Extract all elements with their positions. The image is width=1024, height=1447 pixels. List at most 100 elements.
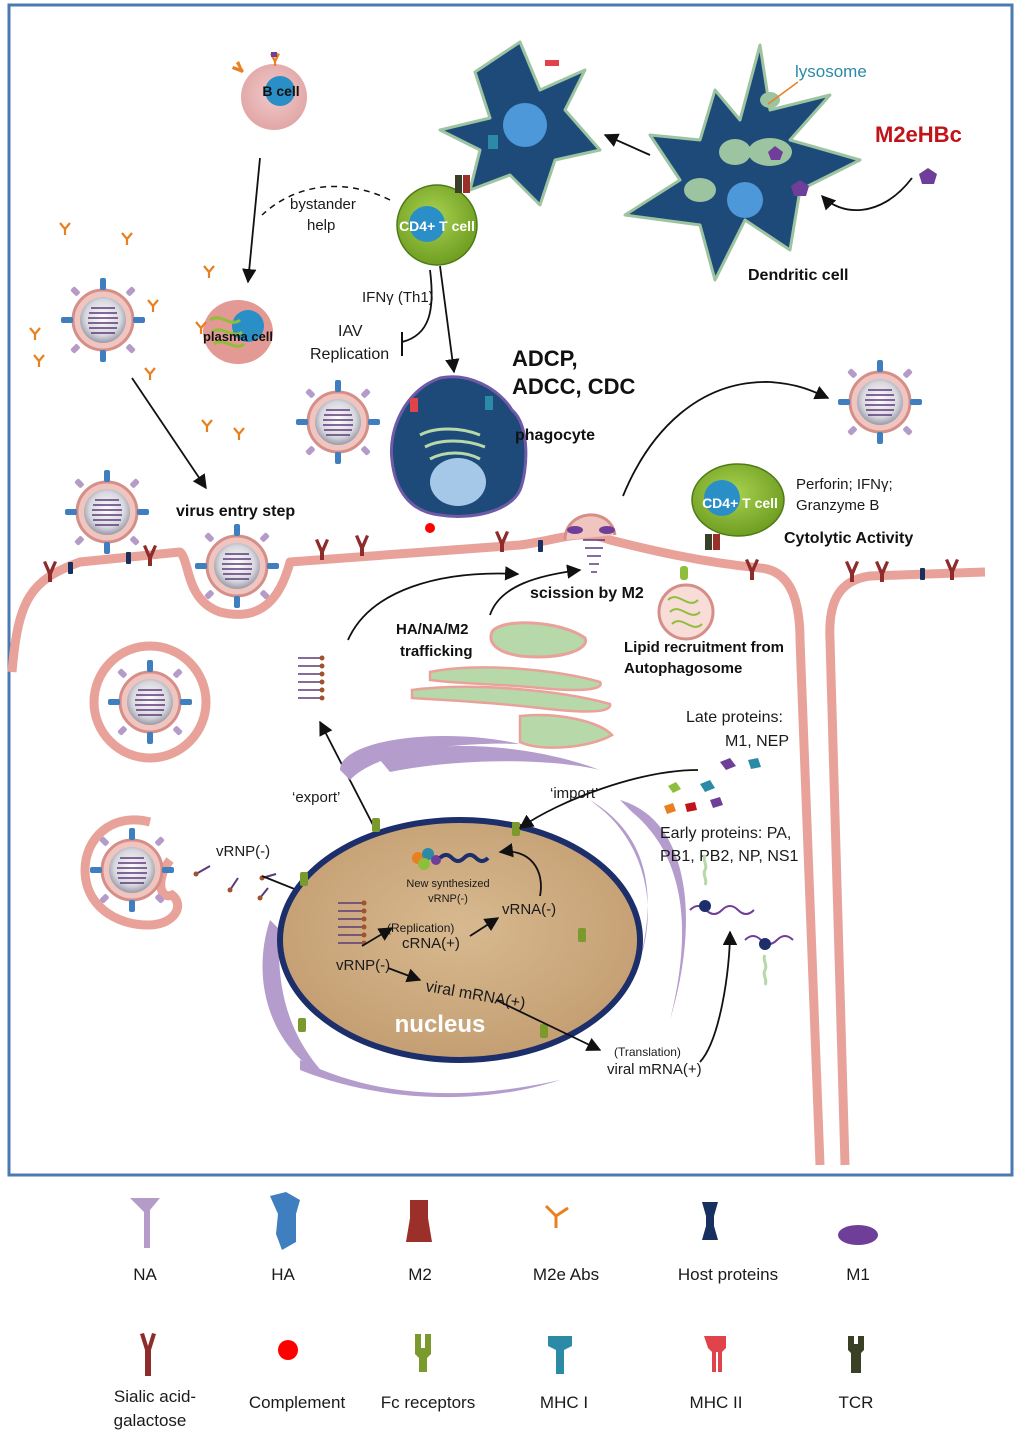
cell-membrane bbox=[7, 530, 986, 1166]
ifn-inhibition-line bbox=[401, 269, 433, 343]
legend-label-sialic-1: Sialic acid- bbox=[114, 1387, 196, 1406]
adcp-label-2: ADCC, CDC bbox=[512, 374, 636, 399]
export-label: ‘export’ bbox=[292, 789, 340, 806]
trafficking-label-1: HA/NA/M2 bbox=[396, 621, 469, 638]
early-proteins-label-1: Early proteins: PA, bbox=[660, 825, 791, 842]
m2-icon bbox=[406, 1200, 432, 1242]
ribosome-translation bbox=[689, 854, 794, 986]
virus-particle-entering bbox=[193, 522, 281, 610]
na-icon bbox=[130, 1198, 160, 1248]
vrna-assembly-arrow bbox=[498, 843, 542, 897]
translation-arrow bbox=[699, 930, 738, 1063]
crna-to-vrna-arrow bbox=[469, 917, 500, 937]
virus-particle-released bbox=[836, 358, 924, 446]
early-proteins-cluster bbox=[664, 780, 723, 814]
golgi-apparatus bbox=[410, 666, 614, 749]
legend-item-host-proteins: Host proteins bbox=[678, 1202, 778, 1284]
legend-item-fc-receptors: Fc receptors bbox=[381, 1334, 475, 1412]
vrna-label: vRNA(-) bbox=[502, 901, 556, 918]
lysosome-label: lysosome bbox=[795, 62, 867, 81]
trafficking-label-2: trafficking bbox=[400, 643, 473, 660]
legend-label-mhc-i: MHC I bbox=[540, 1393, 588, 1412]
adcp-label-1: ADCP, bbox=[512, 346, 578, 371]
mrna-export-arrow bbox=[495, 999, 602, 1051]
legend-item-m2e-abs: M2e Abs bbox=[533, 1204, 599, 1284]
legend-item-mhc-ii: MHC II bbox=[690, 1336, 743, 1412]
new-synthesized-vrnp bbox=[412, 848, 490, 870]
nucleus: nucleus bbox=[277, 817, 643, 1063]
m2ehbc-particle bbox=[791, 180, 809, 196]
tcr-icon bbox=[848, 1336, 864, 1373]
legend-label-ha: HA bbox=[271, 1265, 295, 1284]
fc-receptor-icon bbox=[415, 1334, 431, 1372]
virus-particle-free bbox=[59, 276, 147, 364]
trafficking-vesicle bbox=[489, 621, 587, 659]
virus-release-arrow bbox=[622, 381, 830, 497]
legend-item-tcr: TCR bbox=[839, 1336, 874, 1412]
vrnp-nucleus-label: vRNP(-) bbox=[336, 957, 390, 974]
b-cell-to-plasma-arrow bbox=[242, 157, 261, 284]
dendritic-cell-left bbox=[438, 40, 602, 207]
replication-arrow bbox=[361, 927, 394, 947]
late-protein-import-arrow bbox=[518, 769, 699, 829]
legend-label-na: NA bbox=[133, 1265, 157, 1284]
legend-item-sialic-acid: Sialic acid- galactose bbox=[114, 1333, 196, 1430]
legend-label-complement: Complement bbox=[249, 1393, 346, 1412]
legend-item-mhc-i: MHC I bbox=[540, 1336, 588, 1412]
autophagosome bbox=[657, 566, 715, 641]
legend-label-m1: M1 bbox=[846, 1265, 870, 1284]
free-m2e-antibodies bbox=[29, 222, 245, 440]
cd4-t-cell-right-label: CD4+ T cell bbox=[702, 495, 778, 511]
late-proteins-cluster bbox=[720, 758, 761, 770]
legend-label-m2e-abs: M2e Abs bbox=[533, 1265, 599, 1284]
ifn-th1-label: IFNγ (Th1) bbox=[362, 289, 434, 306]
legend-label-mhc-ii: MHC II bbox=[690, 1393, 743, 1412]
tcell-to-phagocyte-arrow bbox=[439, 265, 460, 374]
b-cell-label: B cell bbox=[262, 83, 299, 99]
legend-label-m2: M2 bbox=[408, 1265, 432, 1284]
endoplasmic-reticulum bbox=[262, 736, 686, 1098]
phagocyte bbox=[389, 375, 528, 533]
legend-item-m2: M2 bbox=[406, 1200, 432, 1284]
viral-mrna-out-label: viral mRNA(+) bbox=[607, 1061, 702, 1078]
early-proteins-label-2: PB1, PB2, NP, NS1 bbox=[660, 848, 799, 865]
m1-icon bbox=[838, 1225, 878, 1245]
replication-label: (Replication) bbox=[387, 921, 454, 935]
export-to-membrane-arrow bbox=[347, 566, 520, 641]
translation-label: (Translation) bbox=[614, 1045, 681, 1059]
dendritic-cell-right bbox=[623, 43, 862, 282]
m2ehbc-label: M2eHBc bbox=[875, 122, 962, 147]
m2ehbc-particle bbox=[919, 168, 937, 184]
perforin-label-1: Perforin; IFNγ; bbox=[796, 476, 893, 493]
lipid-label-2: Autophagosome bbox=[624, 660, 742, 677]
import-label: ‘import’ bbox=[550, 785, 598, 802]
incoming-vrnp-stack bbox=[338, 900, 367, 946]
phagocyte-label: phagocyte bbox=[515, 427, 595, 444]
new-synth-label-2: vRNP(-) bbox=[428, 893, 468, 905]
virus-entry-arrow bbox=[131, 377, 207, 490]
m2ehbc-uptake-arrow bbox=[821, 177, 913, 212]
endosome-lower bbox=[80, 815, 183, 930]
cd4-t-cell-top: CD4+ T cell bbox=[396, 175, 478, 266]
cd4-t-cell-right: CD4+ T cell bbox=[691, 463, 785, 550]
bystander-help-dashed-line bbox=[261, 185, 391, 216]
legend-label-tcr: TCR bbox=[839, 1393, 874, 1412]
virus-particle-opsonized bbox=[294, 378, 382, 466]
virus-particle-attaching bbox=[63, 468, 151, 556]
bystander-label-1: bystander bbox=[290, 196, 356, 213]
virus-entry-label: virus entry step bbox=[176, 503, 295, 520]
iav-label-1: IAV bbox=[338, 323, 363, 340]
lipid-label-1: Lipid recruitment from bbox=[624, 639, 784, 656]
exported-vrnp bbox=[298, 655, 325, 701]
complement-icon bbox=[278, 1340, 298, 1360]
legend-item-ha: HA bbox=[270, 1192, 300, 1284]
plasma-cell-label: plasma cell bbox=[203, 329, 273, 344]
legend-item-na: NA bbox=[130, 1198, 160, 1284]
mhc-i-icon bbox=[548, 1336, 572, 1374]
host-protein-icon bbox=[702, 1202, 718, 1240]
antibody-icon bbox=[544, 1204, 569, 1228]
trafficking-arrow bbox=[489, 564, 582, 616]
b-cell: B cell bbox=[232, 52, 307, 130]
nucleus-label: nucleus bbox=[395, 1011, 486, 1038]
